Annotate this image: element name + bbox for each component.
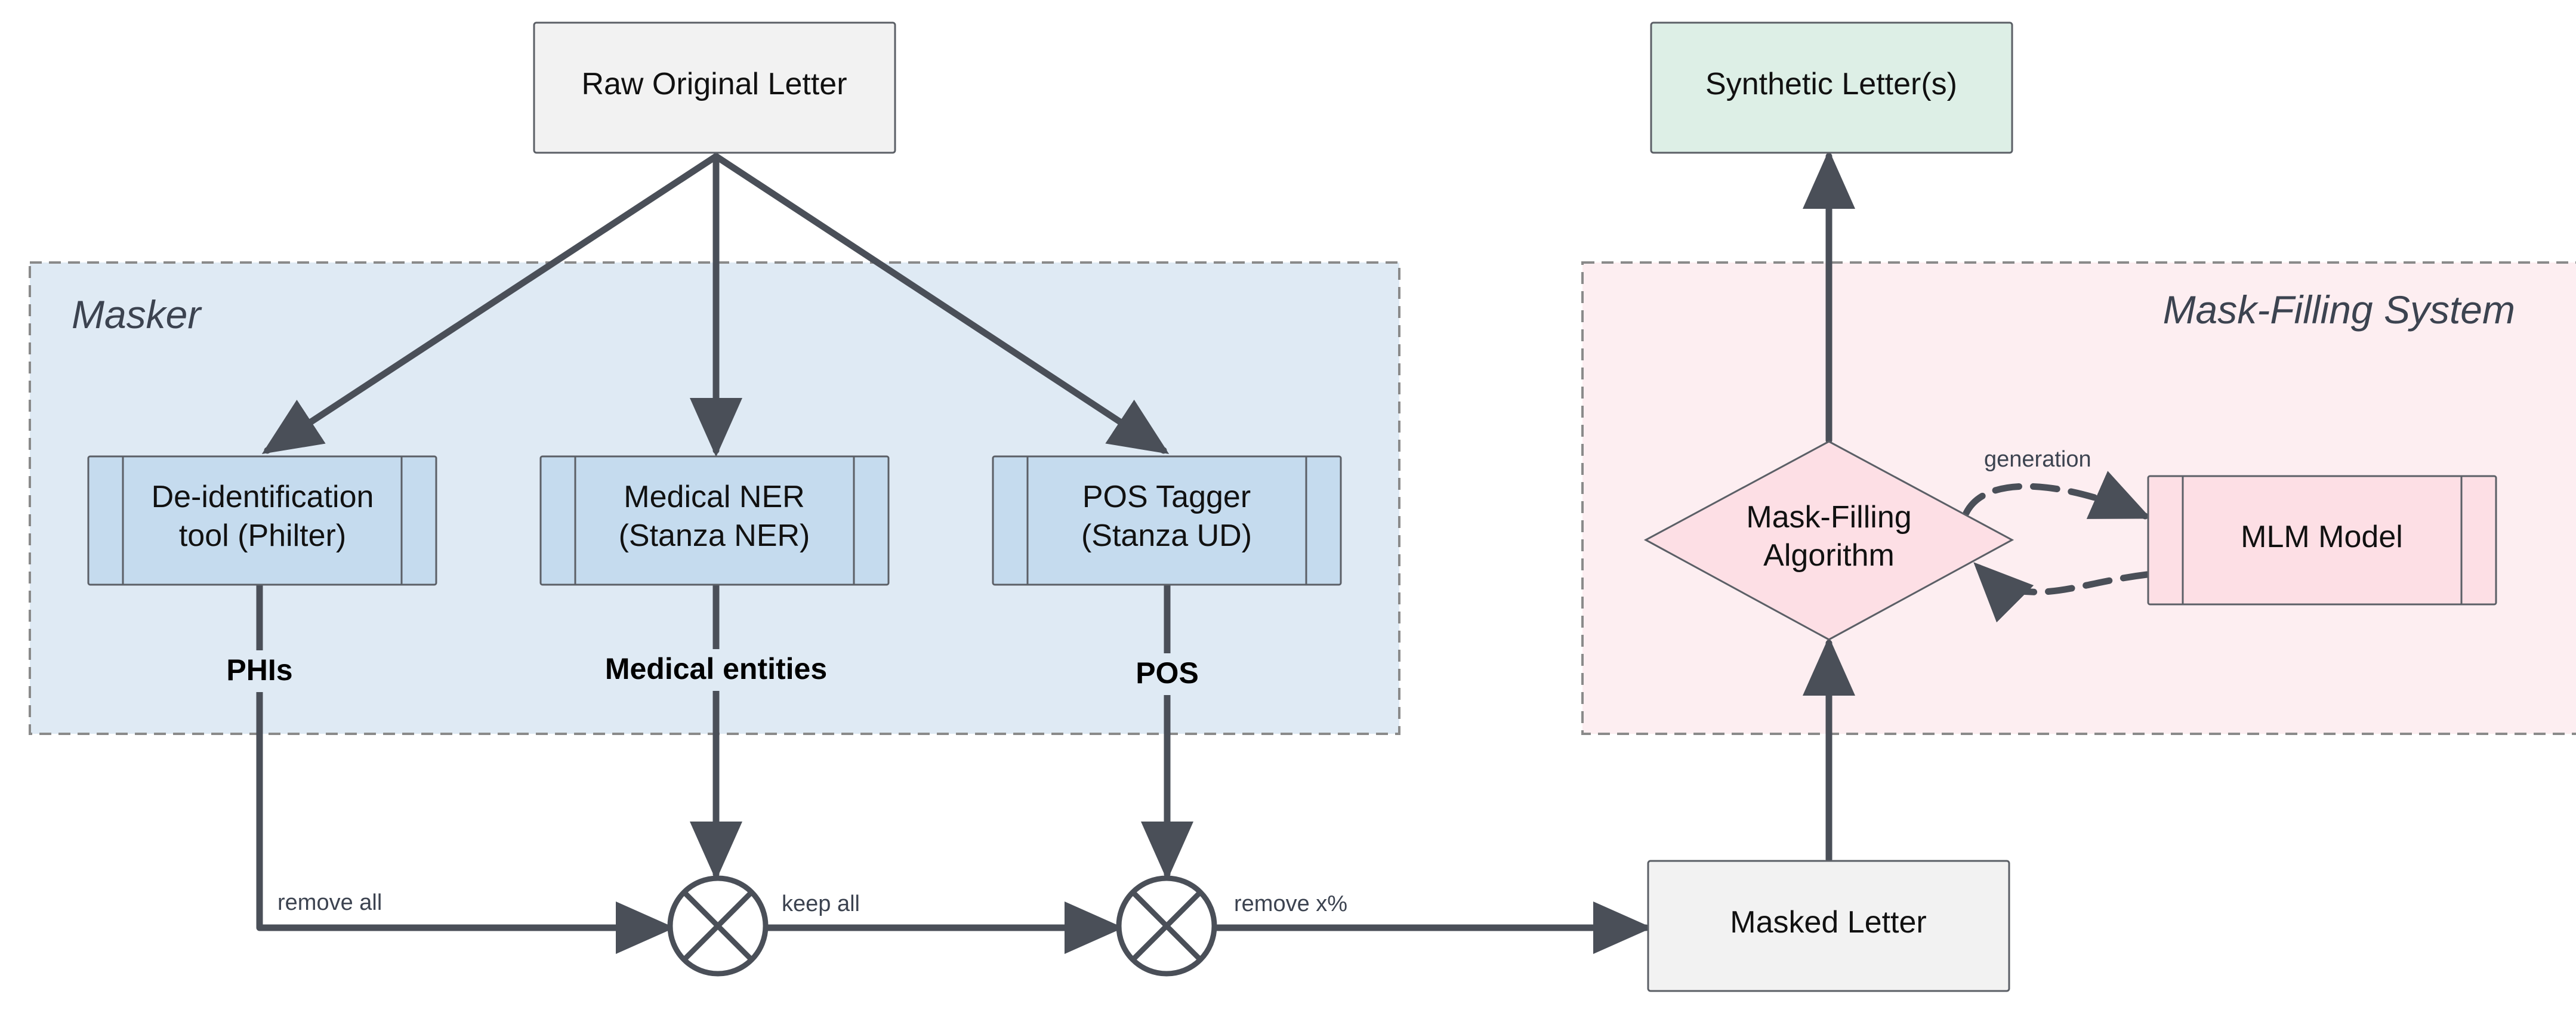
medical-ner-label-line1: Medical NER [624,480,804,514]
medical-ner-node: Medical NER (Stanza NER) [539,455,890,586]
pos-tagger-label-line1: POS Tagger [1082,480,1251,514]
synthetic-letter-node: Synthetic Letter(s) [1650,21,2013,154]
edge-generation-dashed [1963,471,2152,520]
mask-filling-algorithm-node: Mask-Filling Algorithm [1643,440,2014,641]
generation-label: generation [1984,447,2091,472]
combine-operator-2-cross-b [1130,890,1203,962]
remove-x-label: remove x% [1234,891,1347,916]
edge-labels: remove all keep all remove x% generation [277,447,2091,916]
edge-raw-to-pos [712,153,1170,455]
raw-letter-label: Raw Original Letter [581,67,847,101]
pos-tagger-box [992,455,1342,586]
mask-filling-title: Mask-Filling System [2163,288,2515,332]
edge-return-dashed [1973,562,2151,623]
edge-raw-to-deid [261,153,720,455]
phis-label: PHIs [226,653,292,687]
synthetic-letter-label: Synthetic Letter(s) [1705,67,1957,101]
medical-entities-label-bg [594,649,838,691]
combine-operator-1 [667,875,769,977]
combine-operator-1-cross-b [681,890,754,962]
medical-ner-box [539,455,890,586]
medical-ner-label-line2: (Stanza NER) [619,518,810,553]
output-labels: PHIs Medical entities POS [218,649,1208,695]
deid-tool-label-line1: De-identification [152,480,374,514]
medical-entities-label: Medical entities [605,652,827,686]
mlm-model-node: MLM Model [2147,475,2497,606]
deid-tool-label-line2: tool (Philter) [179,518,346,553]
keep-all-label: keep all [782,891,860,916]
pos-label: POS [1136,656,1199,690]
raw-letter-node: Raw Original Letter [533,21,896,154]
deid-tool-box [87,455,437,586]
mlm-model-label: MLM Model [2241,520,2403,554]
phis-label-bg [218,650,301,692]
synthetic-letter-box [1650,21,2013,154]
mlm-model-box [2147,475,2497,606]
edge-phis-to-operator1 [256,581,675,954]
remove-all-label: remove all [277,890,382,915]
combine-operator-2 [1116,875,1217,977]
edges [256,150,2152,954]
masked-letter-label: Masked Letter [1730,905,1927,940]
masked-letter-node: Masked Letter [1647,860,2010,992]
pos-label-bg [1127,653,1208,695]
deid-tool-node: De-identification tool (Philter) [87,455,437,586]
raw-letter-box [533,21,896,154]
mask-filling-algorithm-label-line1: Mask-Filling [1746,500,1911,535]
mask-filling-algorithm-diamond [1643,440,2014,641]
masked-letter-box [1647,860,2010,992]
mask-filling-algorithm-label-line2: Algorithm [1763,538,1895,573]
pos-tagger-node: POS Tagger (Stanza UD) [992,455,1342,586]
pos-tagger-label-line2: (Stanza UD) [1081,518,1252,553]
masker-title: Masker [72,292,202,336]
